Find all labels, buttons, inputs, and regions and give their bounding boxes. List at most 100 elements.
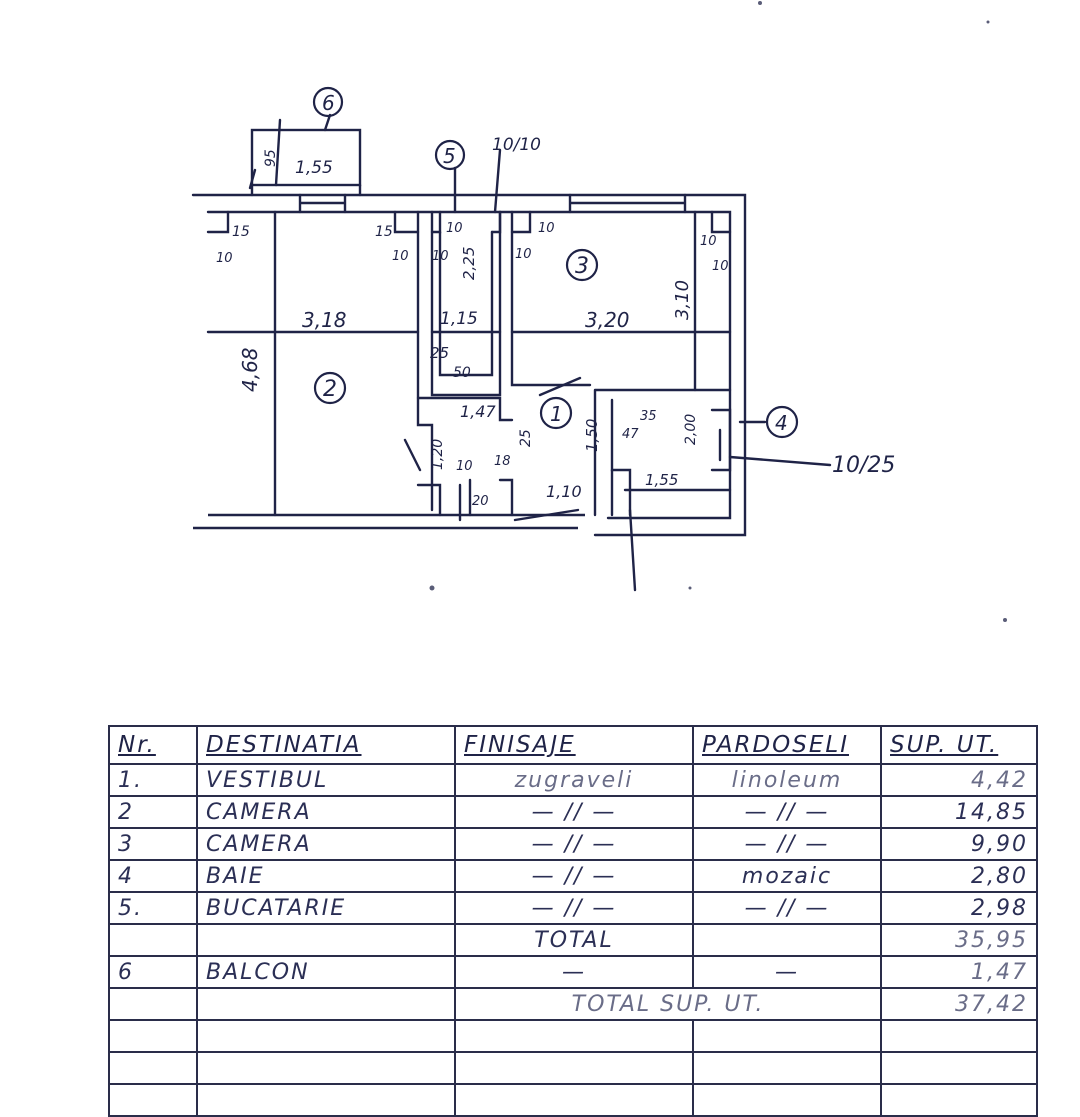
cell-pard: — // — bbox=[692, 827, 882, 861]
cell-dest: BAIE bbox=[196, 859, 456, 893]
floor-plan: 6 5 3 2 1 4 1,55 95 10/10 3,18 4,68 3,20… bbox=[191, 1, 1007, 622]
cell-dest: CAMERA bbox=[196, 827, 456, 861]
room-schedule-table: Nr. DESTINATIA FINISAJE PARDOSELI SUP. U… bbox=[108, 725, 1038, 1117]
room-circle-2 bbox=[313, 371, 347, 405]
cell-dest: CAMERA bbox=[196, 795, 456, 829]
room-label-1: 1 bbox=[550, 402, 563, 426]
cell-pard: — // — bbox=[692, 891, 882, 925]
dim-hall-a: 1,47 bbox=[460, 402, 496, 421]
cell-sup: 35,95 bbox=[880, 923, 1038, 957]
cell-dest bbox=[196, 987, 456, 1021]
table-row: 2 CAMERA — // — — // — 14,85 bbox=[108, 795, 1038, 829]
dim-living-height: 4,68 bbox=[238, 347, 262, 392]
dim-bath-pointer: 10/25 bbox=[832, 453, 895, 478]
table-header-row: Nr. DESTINATIA FINISAJE PARDOSELI SUP. U… bbox=[108, 725, 1038, 765]
cell-sup: 14,85 bbox=[880, 795, 1038, 829]
header-finisaje: FINISAJE bbox=[454, 725, 694, 765]
cell-sup: 4,42 bbox=[880, 763, 1038, 797]
table-body: 1. VESTIBUL zugraveli linoleum 4,42 2 CA… bbox=[108, 763, 1038, 1117]
cell-fin bbox=[454, 1019, 694, 1053]
dim-hall-e: 1,20 bbox=[430, 439, 446, 470]
balcony bbox=[250, 128, 362, 187]
cell-dest: BALCON bbox=[196, 955, 456, 989]
cell-nr: 1. bbox=[108, 763, 198, 797]
cell-pard: — bbox=[692, 955, 882, 989]
bedroom-walls bbox=[510, 210, 592, 387]
cell-dest: BUCATARIE bbox=[196, 891, 456, 925]
table-row bbox=[108, 1019, 1038, 1053]
cell-fin: — // — bbox=[454, 795, 694, 829]
room-circle-1 bbox=[539, 396, 573, 430]
room-label-2: 2 bbox=[323, 377, 337, 402]
dim-bedroom-width: 3,20 bbox=[585, 308, 630, 332]
cell-nr: 2 bbox=[108, 795, 198, 829]
cell-dest bbox=[196, 923, 456, 957]
cell-fin: zugraveli bbox=[454, 763, 694, 797]
cell-fin: — // — bbox=[454, 827, 694, 861]
dim-wall-18: 18 bbox=[494, 454, 511, 469]
outer-wall bbox=[191, 193, 747, 537]
dim-hall-b: 1,10 bbox=[546, 482, 582, 501]
cell-fin: — bbox=[454, 955, 694, 989]
cell-nr bbox=[108, 1051, 198, 1085]
cell-dest bbox=[196, 1083, 456, 1117]
dim-wall-15-a: 15 bbox=[232, 224, 250, 240]
header-pardoseli: PARDOSELI bbox=[692, 725, 882, 765]
room-label-6: 6 bbox=[322, 91, 335, 115]
cell-fin: — // — bbox=[454, 859, 694, 893]
dim-kitchen-wall-b: 50 bbox=[453, 365, 471, 381]
dim-wall-10-d: 10 bbox=[446, 221, 463, 236]
cell-pard bbox=[692, 1083, 882, 1117]
living-wall-right bbox=[416, 210, 434, 512]
cell-nr bbox=[108, 923, 198, 957]
header-nr: Nr. bbox=[108, 725, 198, 765]
table-row: 4 BAIE — // — mozaic 2,80 bbox=[108, 859, 1038, 893]
dim-wall-10-c: 10 bbox=[432, 249, 449, 264]
room-circle-3 bbox=[565, 248, 599, 282]
dim-bath-height: 2,00 bbox=[683, 414, 699, 445]
cell-fin: — // — bbox=[454, 891, 694, 925]
cell-nr bbox=[108, 1019, 198, 1053]
cell-pard: linoleum bbox=[692, 763, 882, 797]
room-circle-5 bbox=[434, 139, 466, 171]
dim-balcony-depth: 95 bbox=[263, 149, 279, 167]
cell-fin bbox=[454, 1051, 694, 1085]
table-row: 5. BUCATARIE — // — — // — 2,98 bbox=[108, 891, 1038, 925]
dim-wall-10-b: 10 bbox=[392, 249, 409, 264]
cell-nr bbox=[108, 987, 198, 1021]
dim-wall-10-e: 10 bbox=[515, 247, 532, 262]
cell-pard: mozaic bbox=[692, 859, 882, 893]
cell-pard: — // — bbox=[692, 795, 882, 829]
cell-pard bbox=[692, 1019, 882, 1053]
header-sup-ut: SUP. UT. bbox=[880, 725, 1038, 765]
room-label-4: 4 bbox=[775, 411, 788, 435]
dim-wall-10-g: 10 bbox=[700, 234, 717, 249]
dim-bath-width: 1,55 bbox=[645, 471, 678, 489]
dim-kitchen-height: 2,25 bbox=[460, 247, 478, 280]
window-bedroom bbox=[568, 193, 687, 214]
dim-bedroom-height: 3,10 bbox=[672, 280, 693, 320]
bath-walls bbox=[593, 388, 732, 517]
cell-sup bbox=[880, 1019, 1038, 1053]
cell-sup: 2,98 bbox=[880, 891, 1038, 925]
dim-balcony-width: 1,55 bbox=[295, 158, 333, 178]
dim-wall-10-h: 10 bbox=[712, 259, 729, 274]
cell-dest bbox=[196, 1019, 456, 1053]
dim-wall-10-i: 10 bbox=[456, 459, 473, 474]
cell-nr bbox=[108, 1083, 198, 1117]
room-schedule: Nr. DESTINATIA FINISAJE PARDOSELI SUP. U… bbox=[108, 725, 1038, 1117]
table-row: 1. VESTIBUL zugraveli linoleum 4,42 bbox=[108, 763, 1038, 797]
table-row: 6 BALCON — — 1,47 bbox=[108, 955, 1038, 989]
dim-bath-wall: 35 bbox=[640, 409, 657, 424]
cell-sup bbox=[880, 1083, 1038, 1117]
kitchen-walls bbox=[430, 210, 502, 397]
table-row: TOTAL SUP. UT. 37,42 bbox=[108, 987, 1038, 1021]
cell-dest: VESTIBUL bbox=[196, 763, 456, 797]
dim-wall-ref: 10/10 bbox=[492, 135, 541, 155]
dim-wall-10-a: 10 bbox=[216, 251, 233, 266]
dim-wall-15-b: 15 bbox=[375, 224, 393, 240]
header-destinatia: DESTINATIA bbox=[196, 725, 456, 765]
room-label-5: 5 bbox=[443, 144, 456, 168]
pointer-bath bbox=[728, 455, 832, 467]
dim-kitchen-width: 1,15 bbox=[440, 309, 478, 329]
